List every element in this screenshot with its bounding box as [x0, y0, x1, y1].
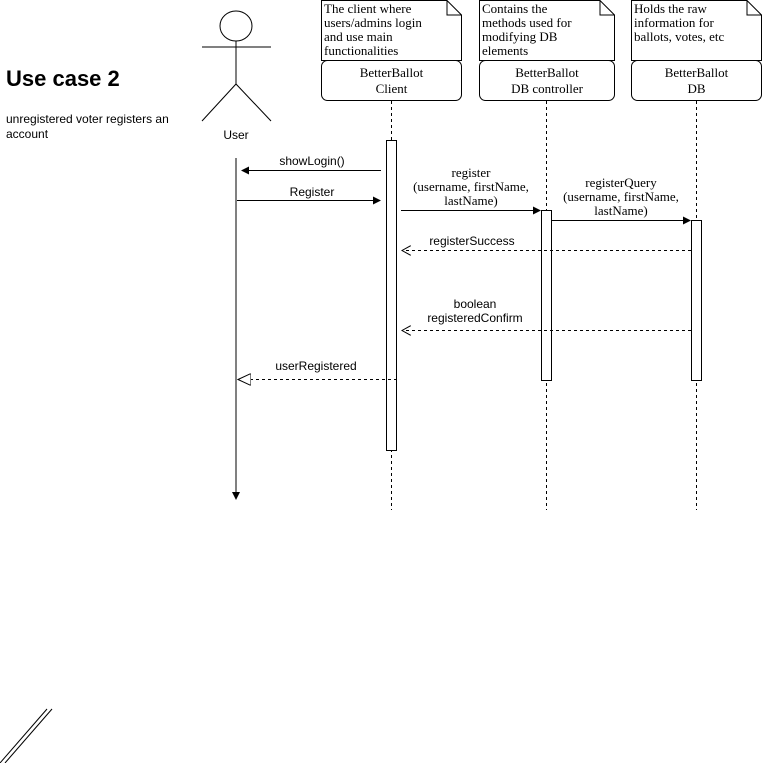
page-title: Use case 2 [6, 66, 120, 91]
actor-stick-figure [201, 10, 272, 122]
lifeline-client-label: BetterBallot Client [359, 64, 424, 96]
activation-controller [541, 210, 552, 381]
message-register-query-label: registerQuery (username, firstName, last… [563, 175, 679, 218]
note-client-box [321, 0, 462, 61]
lifeline-client-box [321, 60, 462, 101]
message-showlogin-label: showLogin() [279, 154, 345, 168]
message-register-call-label: register (username, firstName, lastName) [413, 165, 529, 208]
note-db-text: Holds the raw information for ballots, v… [634, 1, 725, 44]
note-client-text: The client where users/admins login and … [324, 1, 422, 58]
note-client-fold [446, 0, 462, 16]
lifeline-controller-label: BetterBallot DB controller [511, 64, 583, 96]
activation-client [386, 140, 397, 451]
actor-lifeline-arrowhead [232, 492, 240, 500]
note-controller-fold [599, 0, 615, 16]
message-register-success-label: registerSuccess [429, 234, 515, 248]
note-controller-text: Contains the methods used for modifying … [482, 1, 572, 58]
note-db-fold [746, 0, 762, 16]
message-user-registered-label: userRegistered [275, 359, 357, 373]
resize-handle-icon [0, 708, 53, 763]
lifeline-db-box [631, 60, 762, 101]
message-register-label: Register [289, 185, 335, 199]
page-subtitle: unregistered voter registers an account [6, 112, 169, 141]
lifeline-db-label: BetterBallot DB [664, 64, 729, 96]
activation-db [691, 220, 702, 381]
note-db-box [631, 0, 762, 61]
message-registered-confirm-label: boolean registeredConfirm [427, 297, 523, 325]
lifeline-controller-box [479, 60, 615, 101]
actor-label: User [216, 128, 256, 142]
note-controller-box [479, 0, 615, 61]
